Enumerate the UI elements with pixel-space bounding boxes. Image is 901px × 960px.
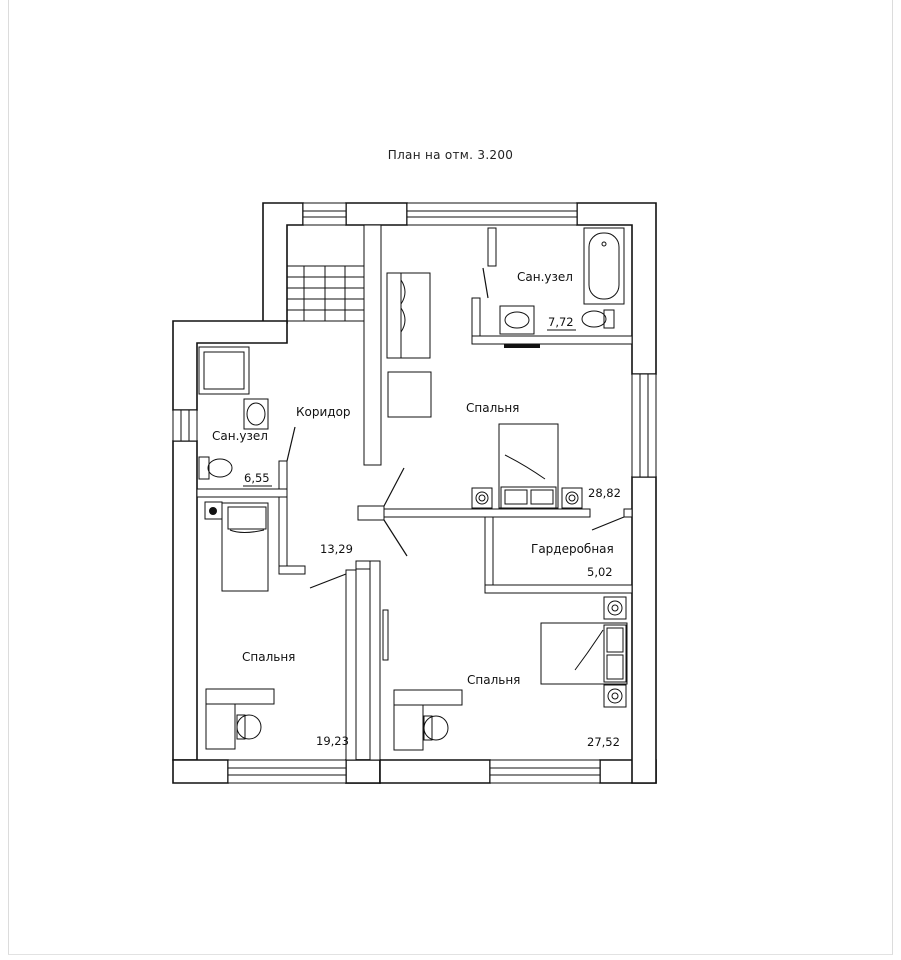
room-area-bedroom-left: 19,23 — [316, 734, 349, 748]
room-area-bedroom-master: 28,82 — [588, 486, 621, 500]
window-bottom-right — [489, 759, 601, 784]
room-name-corridor: Коридор — [296, 405, 351, 419]
room-area-corridor: 13,29 — [320, 542, 353, 556]
door-swings — [286, 267, 625, 589]
window-right-bedroom — [631, 373, 657, 478]
room-name-wardrobe: Гардеробная — [531, 542, 614, 556]
room-name-bedroom-left: Спальня — [242, 650, 295, 664]
room-name-bath-left: Сан.узел — [212, 429, 268, 443]
room-area-bath-left: 6,55 — [244, 471, 270, 485]
interior-walls — [196, 224, 633, 761]
room-name-bath-top: Сан.узел — [517, 270, 573, 284]
room-name-bedroom-master: Спальня — [466, 401, 519, 415]
room-area-bath-top: 7,72 — [548, 315, 574, 329]
room-labels: Сан.узел 7,72 Сан.узел 6,55 Коридор 13,2… — [212, 270, 621, 749]
top-bath-fixtures — [499, 227, 625, 335]
windows — [172, 202, 657, 784]
window-top-stair — [302, 202, 347, 226]
window-top-bedroom — [406, 202, 578, 226]
sheet-frame — [8, 0, 893, 955]
room-area-bedroom-right: 27,52 — [587, 735, 620, 749]
room-area-wardrobe: 5,02 — [587, 565, 613, 579]
staircase — [286, 265, 365, 322]
plan-title: План на отм. 3.200 — [387, 148, 514, 162]
window-left-bath — [172, 409, 198, 442]
left-bedroom-furniture — [204, 501, 275, 750]
master-bedroom-furniture — [386, 272, 583, 509]
room-name-bedroom-right: Спальня — [467, 673, 520, 687]
left-bath-fixtures — [198, 346, 269, 480]
exterior-walls — [172, 202, 657, 784]
right-bedroom-furniture — [382, 596, 628, 751]
window-bottom-left — [227, 759, 347, 784]
